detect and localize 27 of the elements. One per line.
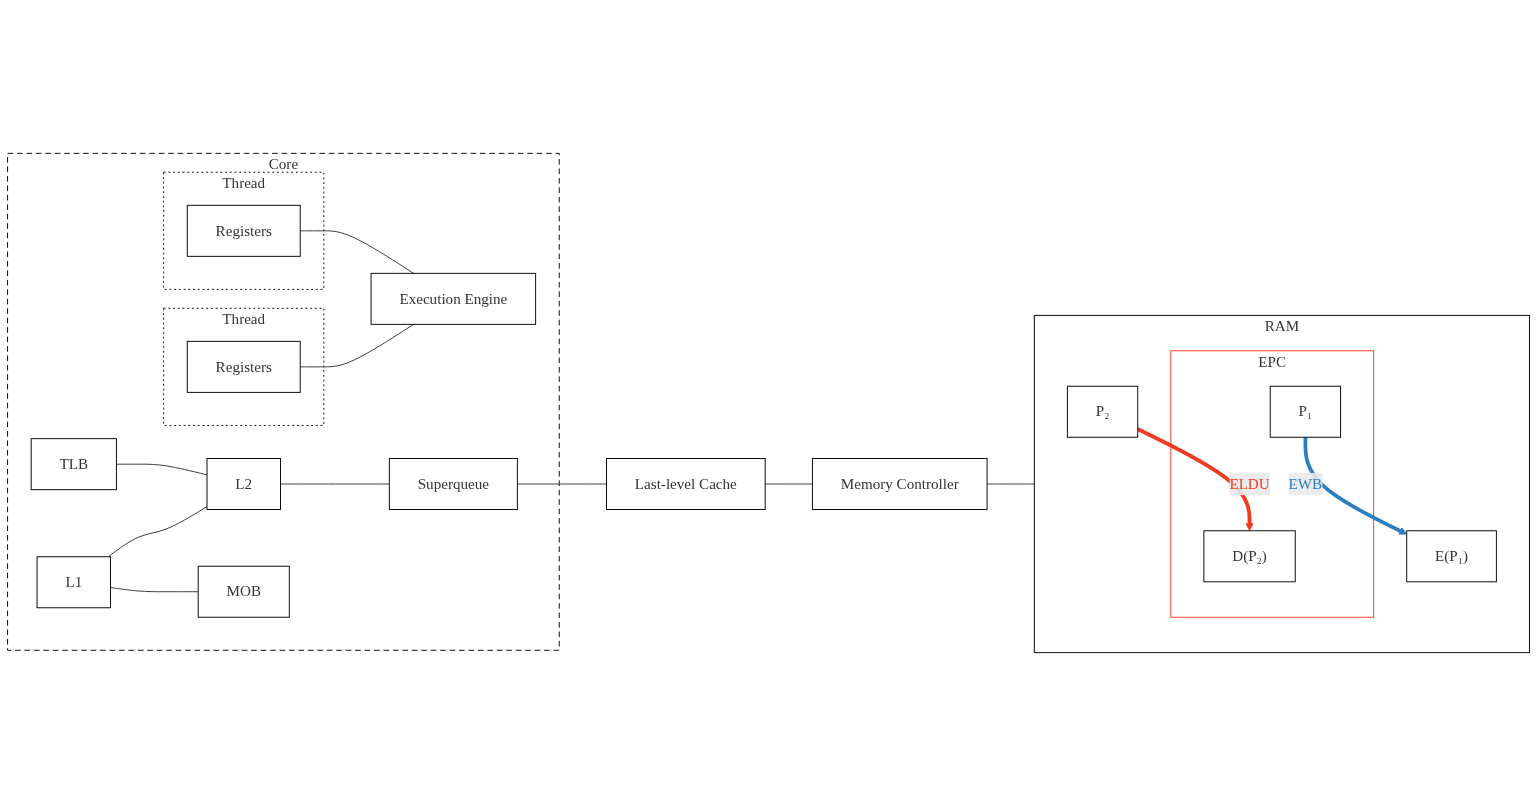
arrow bbox=[1136, 427, 1254, 532]
edge-label: EWB bbox=[1288, 475, 1323, 492]
node-box: Memory Controller bbox=[811, 458, 988, 510]
node-box: TLB bbox=[30, 438, 117, 491]
node-box: P₂ bbox=[1066, 385, 1139, 438]
arrow bbox=[1303, 437, 1408, 535]
node-box: E(P₁) bbox=[1406, 530, 1497, 583]
connector bbox=[516, 483, 607, 485]
node-box: D(P₂) bbox=[1203, 530, 1296, 583]
node-box: P₁ bbox=[1269, 385, 1342, 438]
node-box: MOB bbox=[197, 565, 290, 618]
node-box: L2 bbox=[206, 458, 281, 510]
connector bbox=[110, 587, 199, 593]
connector bbox=[299, 323, 415, 368]
node-box: L1 bbox=[36, 556, 111, 609]
node-box: Execution Engine bbox=[370, 272, 537, 325]
node-box: Superqueue bbox=[388, 458, 518, 510]
node-box: Registers bbox=[186, 340, 301, 393]
connector bbox=[115, 463, 208, 476]
connector bbox=[280, 483, 390, 485]
node-box: Last-level Cache bbox=[606, 458, 766, 510]
connector bbox=[299, 230, 415, 274]
connector bbox=[986, 483, 1035, 485]
connector bbox=[107, 506, 208, 558]
edge-label: ELDU bbox=[1229, 475, 1270, 492]
connector bbox=[764, 483, 813, 485]
node-box: Registers bbox=[186, 204, 301, 257]
